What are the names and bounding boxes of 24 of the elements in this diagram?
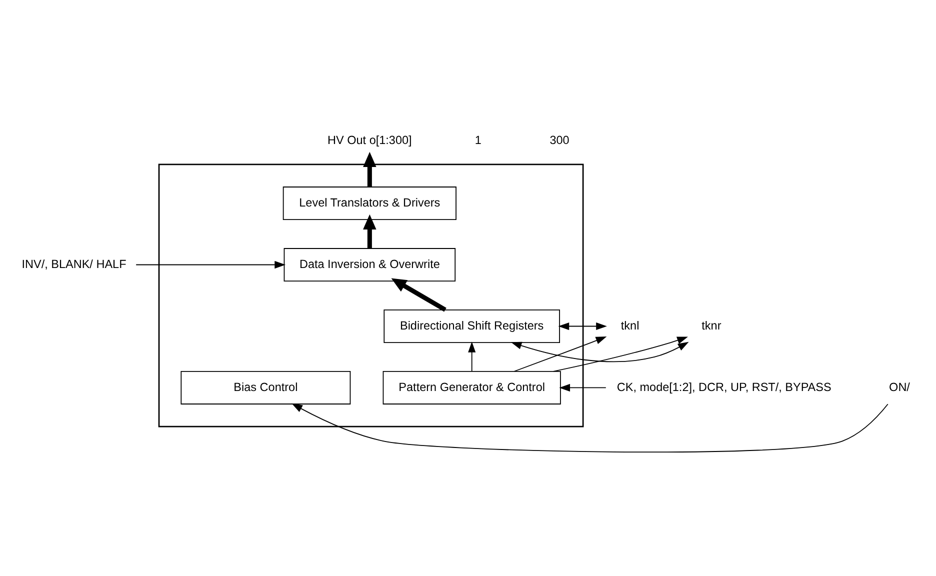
node-box: Data Inversion & Overwrite (284, 248, 456, 281)
node-text: tknl (620, 318, 640, 332)
arrow (514, 336, 607, 372)
node-text: CK, mode[1:2], DCR, UP, RST/, BYPASS (616, 380, 832, 394)
arrow (292, 402, 888, 452)
arrow (558, 322, 607, 330)
node-text: INV/, BLANK/ HALF (22, 257, 126, 270)
node-box: Level Translators & Drivers (282, 186, 456, 220)
label: 1 (474, 133, 482, 146)
node-text: HV Out o[1:300] (328, 133, 412, 146)
label: 300 (550, 133, 570, 146)
arrow (510, 341, 689, 362)
arrow (363, 151, 376, 186)
node-text: tknr (702, 318, 722, 332)
arrow (136, 260, 286, 268)
arrow (559, 383, 606, 392)
arrow (552, 336, 688, 372)
arrow (468, 341, 476, 372)
node-box: Pattern Generator & Control (382, 370, 561, 404)
arrow (363, 214, 376, 248)
node-text: ON/ (889, 380, 910, 394)
arrow (391, 278, 446, 312)
node-box: Bias Control (180, 370, 351, 404)
node-box: Bidirectional Shift Registers (384, 309, 560, 342)
